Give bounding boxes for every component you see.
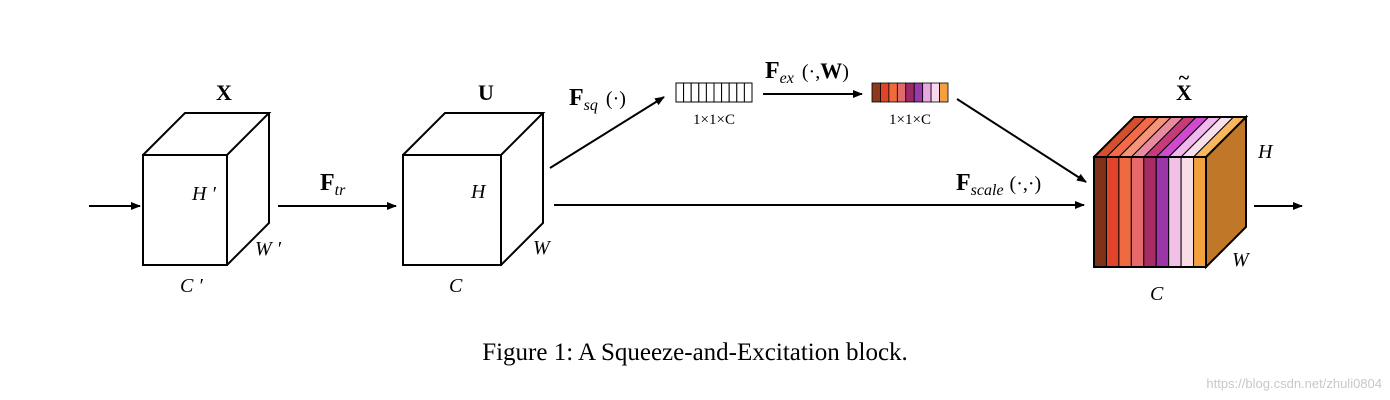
squeezed-vector-cell	[705, 82, 715, 103]
excitation-op-args-open: (·,	[802, 61, 820, 83]
scale-op-label: Fscale (·,·)	[956, 170, 1041, 199]
scale-op-args: (·,·)	[1010, 173, 1042, 195]
cube-u-height-label: H	[470, 181, 487, 203]
excitation-op-sub: ex	[780, 70, 794, 87]
output-cube-front-slice	[1193, 156, 1207, 268]
squeezed-vector-cell	[690, 82, 700, 103]
excited-vector-cell	[905, 82, 915, 103]
excitation-op-main: F	[765, 58, 780, 84]
squeeze-op-args: (·)	[606, 88, 626, 110]
excitation-op-weight: W	[820, 58, 842, 83]
output-cube-front-slice	[1105, 156, 1120, 268]
excitation-op-args-close: )	[842, 61, 849, 83]
squeezed-vector-cell	[698, 82, 707, 103]
excited-vector-cell	[922, 82, 932, 103]
excited-vector-label: 1×1×C	[889, 112, 931, 128]
squeezed-vector-cell	[713, 82, 723, 103]
excitation-op-label: Fex (·,W)	[765, 58, 849, 87]
excited-vector-cell	[871, 82, 881, 103]
output-cube-front-slice	[1130, 156, 1145, 268]
squeeze-op-main: F	[569, 85, 584, 111]
squeezed-vector-cell	[736, 82, 745, 103]
transform-op-sub: tr	[335, 182, 346, 199]
excited-vector-cell	[930, 82, 940, 103]
scale-weights-arrow	[956, 98, 1087, 183]
excited-vector-cell	[939, 82, 949, 103]
squeezed-vector-cell	[728, 82, 738, 103]
squeezed-vector-cell	[675, 82, 685, 103]
excited-vector-cell	[880, 82, 890, 103]
squeeze-op-label: Fsq (·)	[569, 85, 626, 114]
output-cube	[1092, 114, 1249, 270]
squeezed-vector-label: 1×1×C	[693, 112, 735, 128]
scale-op-sub: scale	[971, 182, 1004, 199]
squeeze-op-sub: sq	[584, 97, 598, 114]
transform-op-label: Ftr	[320, 170, 346, 199]
cube-x-name: X	[216, 80, 232, 105]
squeezed-vector	[675, 82, 753, 103]
output-name: X	[1176, 80, 1192, 105]
output-height-label: H	[1257, 141, 1274, 163]
cube-u-name: U	[478, 80, 494, 105]
squeezed-vector-cell	[721, 82, 730, 103]
output-tilde: ~	[1179, 67, 1190, 89]
output-cube-front-outline	[1093, 156, 1207, 268]
squeeze-arrow	[549, 96, 665, 169]
cube-x-height-label: H ′	[191, 183, 216, 205]
cube-u	[402, 112, 546, 266]
excited-vector	[871, 82, 949, 103]
transform-op-main: F	[320, 170, 335, 196]
output-width-label: W	[1232, 249, 1251, 271]
cube-x-channels-label: C ′	[180, 275, 203, 297]
output-channels-label: C	[1150, 283, 1164, 305]
watermark-text: https://blog.csdn.net/zhuli0804	[1206, 376, 1382, 391]
figure-caption: Figure 1: A Squeeze-and-Excitation block…	[482, 339, 908, 366]
excited-vector-cell	[888, 82, 898, 103]
squeezed-vector-cell	[743, 82, 753, 103]
cube-x	[142, 112, 272, 266]
output-cube-front-slice	[1168, 156, 1182, 268]
squeezed-vector-cell	[683, 82, 692, 103]
scale-op-main: F	[956, 170, 971, 196]
output-cube-front-slice	[1118, 156, 1132, 268]
excited-vector-cell	[913, 82, 924, 103]
cube-x-width-label: W ′	[255, 238, 282, 260]
cube-u-channels-label: C	[449, 275, 463, 297]
output-cube-front-slice	[1180, 156, 1195, 268]
output-cube-top-outline	[1093, 116, 1249, 158]
cube-u-width-label: W	[533, 237, 552, 259]
output-cube-front-slice	[1093, 156, 1107, 268]
output-cube-front-slice	[1155, 156, 1170, 268]
output-cube-front-slice	[1143, 156, 1157, 268]
excited-vector-cell	[896, 82, 907, 103]
